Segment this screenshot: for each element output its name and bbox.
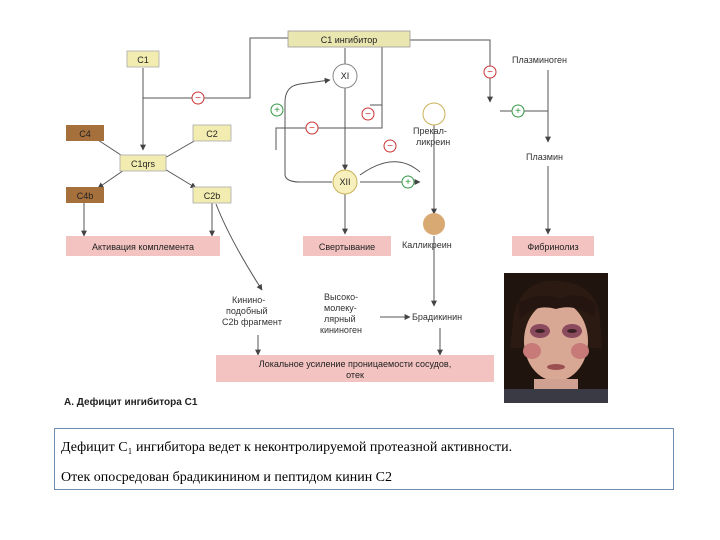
permeability-label-2: отек — [346, 370, 364, 380]
minus-sign: − — [309, 123, 315, 134]
kinin-fragment-label-3: C2b фрагмент — [222, 317, 282, 327]
plus-sign: + — [405, 177, 411, 188]
c1-label: C1 — [137, 55, 149, 65]
fibrinolysis-box — [512, 236, 594, 256]
kallikrein-label: Калликреин — [402, 240, 452, 250]
c4-box — [66, 125, 104, 141]
factor-xi-label: XI — [341, 71, 350, 81]
prekallikrein-circle — [422, 102, 446, 126]
hmw-kininogen-label-4: кининоген — [320, 325, 362, 335]
c4b-label: C4b — [77, 191, 94, 201]
c2b-box — [192, 186, 232, 204]
factor-xii-circle — [332, 169, 358, 195]
figure-label: А. Дефицит ингибитора C1 — [64, 396, 198, 408]
minus-sign: − — [195, 93, 201, 104]
c1-inhibitor-box — [287, 30, 411, 48]
minus-sign: − — [365, 109, 371, 120]
c2-box — [192, 124, 232, 142]
complement-activation-label: Активация комплемента — [92, 242, 194, 252]
bradykinin-label: Брадикинин — [412, 312, 462, 322]
factor-xi-circle — [332, 63, 358, 89]
permeability-label-1: Локальное усиление проницаемости сосудов… — [259, 359, 451, 369]
kinin-fragment-label-1: Кинино- — [232, 295, 265, 305]
c2-label: C2 — [206, 129, 218, 139]
complement-activation-box — [66, 236, 220, 256]
kinin-fragment-label-2: подобный — [226, 306, 268, 316]
fibrinolysis-label: Фибринолиз — [527, 242, 578, 252]
caption-line-1: Дефицит C₁ ингибитора ведет к неконтроли… — [61, 440, 513, 455]
prekallikrein-label-1: Прекал- — [413, 126, 447, 136]
plasminogen-label: Плазминоген — [512, 55, 567, 65]
caption-box: Дефицит C₁ ингибитора ведет к неконтроли… — [54, 428, 674, 490]
c1qrs-box — [119, 154, 167, 172]
prekallikrein-label-2: ликреин — [416, 137, 450, 147]
factor-xii-label: XII — [339, 177, 350, 187]
activation-signs: + + + — [270, 103, 525, 189]
caption-line-2: Отек опосредован брадикинином и пептидом… — [61, 470, 393, 485]
permeability-box — [216, 355, 494, 382]
c4-label: C4 — [79, 129, 91, 139]
hmw-kininogen-label-2: молеку- — [324, 303, 357, 313]
kallikrein-circle — [423, 213, 445, 235]
coagulation-label: Свертывание — [319, 242, 375, 252]
c1qrs-label: C1qrs — [131, 159, 156, 169]
c1-inhibitor-label: C1 ингибитор — [321, 35, 378, 45]
c2b-label: C2b — [204, 191, 221, 201]
plus-sign: + — [274, 105, 280, 116]
minus-sign: − — [487, 67, 493, 78]
plus-sign: + — [515, 106, 521, 117]
inhibition-signs: − − − − − — [191, 65, 497, 153]
patient-face-photo — [504, 273, 608, 403]
c1-box — [126, 50, 160, 68]
hmw-kininogen-label-1: Высоко- — [324, 292, 358, 302]
hmw-kininogen-label-3: лярный — [324, 314, 356, 324]
minus-sign: − — [387, 141, 393, 152]
c1-inhibitor-deficiency-diagram: C1 ингибитор C1 C4 C2 C1qrs C4b C2b Акти… — [64, 30, 594, 408]
coagulation-box — [303, 236, 391, 256]
connectors — [81, 37, 551, 356]
c4b-box — [66, 187, 104, 203]
plasmin-label: Плазмин — [526, 152, 563, 162]
